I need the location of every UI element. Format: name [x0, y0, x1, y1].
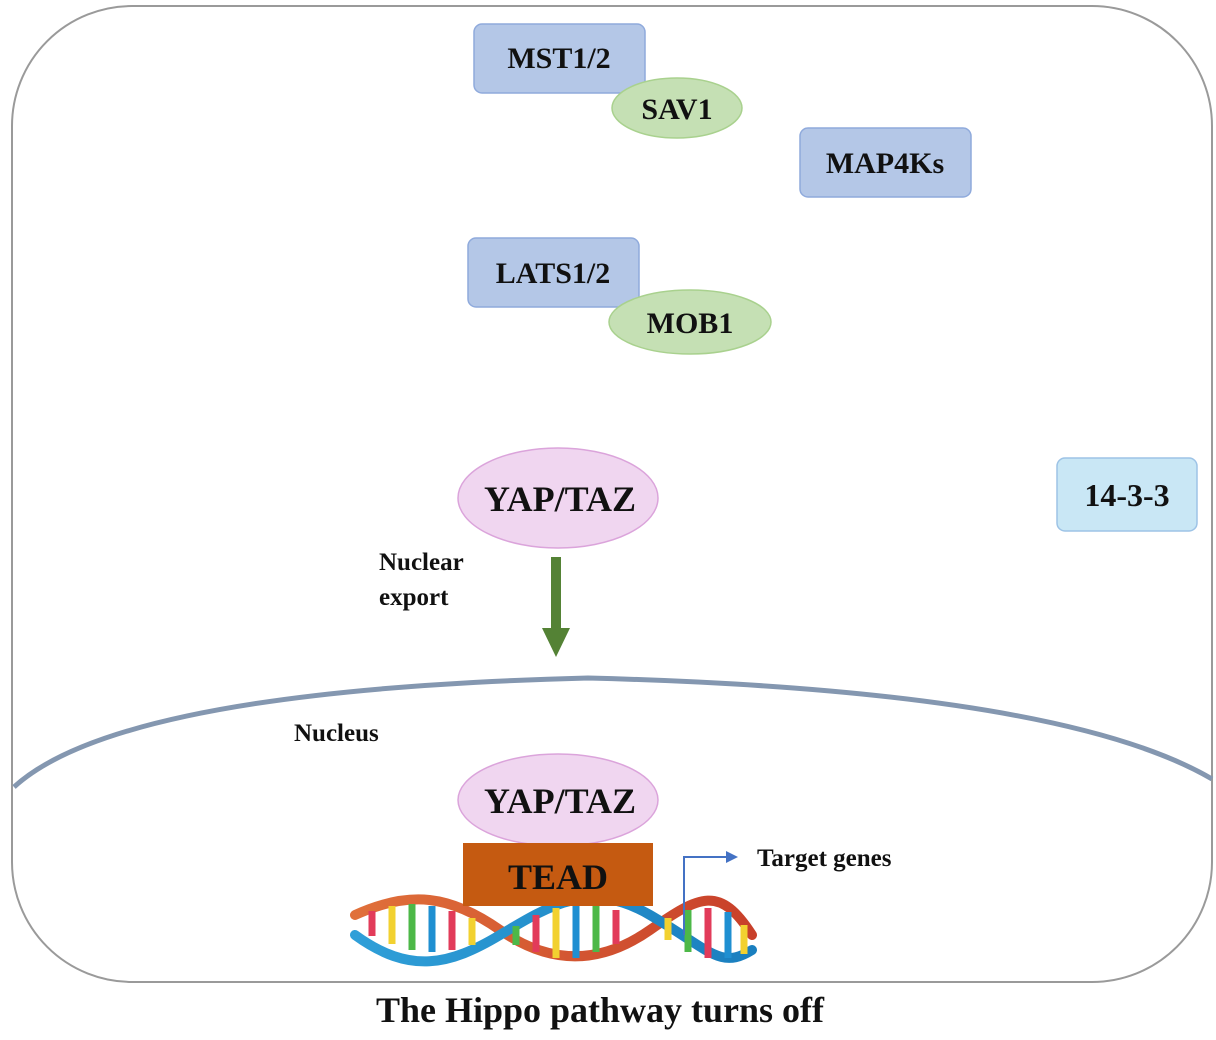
lats-box	[467, 237, 640, 308]
tead-box	[463, 843, 653, 906]
nuclear-export-label-line1: Nuclear	[379, 549, 464, 576]
nuclear-membrane	[12, 675, 1214, 789]
mst-label: MST1/2	[507, 42, 610, 75]
nucleus-label: Nucleus	[294, 720, 379, 747]
target-genes-label: Target genes	[757, 845, 892, 872]
lats-label: LATS1/2	[496, 257, 610, 290]
nuclear-export-arrow	[542, 557, 570, 657]
mob-ellipse	[608, 289, 772, 355]
map4k-label: MAP4Ks	[826, 147, 944, 180]
map4k-box	[799, 127, 972, 198]
protein-14-3-3-box	[1056, 457, 1198, 532]
sav-label: SAV1	[641, 93, 712, 126]
diagram-title: The Hippo pathway turns off	[376, 990, 825, 1030]
yap-taz-cytoplasm-label: YAP/TAZ	[484, 479, 636, 519]
mob-label: MOB1	[647, 307, 734, 340]
yap-taz-nucleus-label: YAP/TAZ	[484, 781, 636, 821]
protein-14-3-3-label: 14-3-3	[1084, 477, 1169, 513]
yap-taz-cytoplasm	[457, 447, 659, 549]
target-genes-arrow	[683, 851, 738, 935]
nuclear-export-label-line2: export	[379, 584, 449, 611]
mst-box	[473, 23, 646, 94]
tead-label: TEAD	[508, 857, 608, 897]
sav-ellipse	[611, 77, 743, 139]
